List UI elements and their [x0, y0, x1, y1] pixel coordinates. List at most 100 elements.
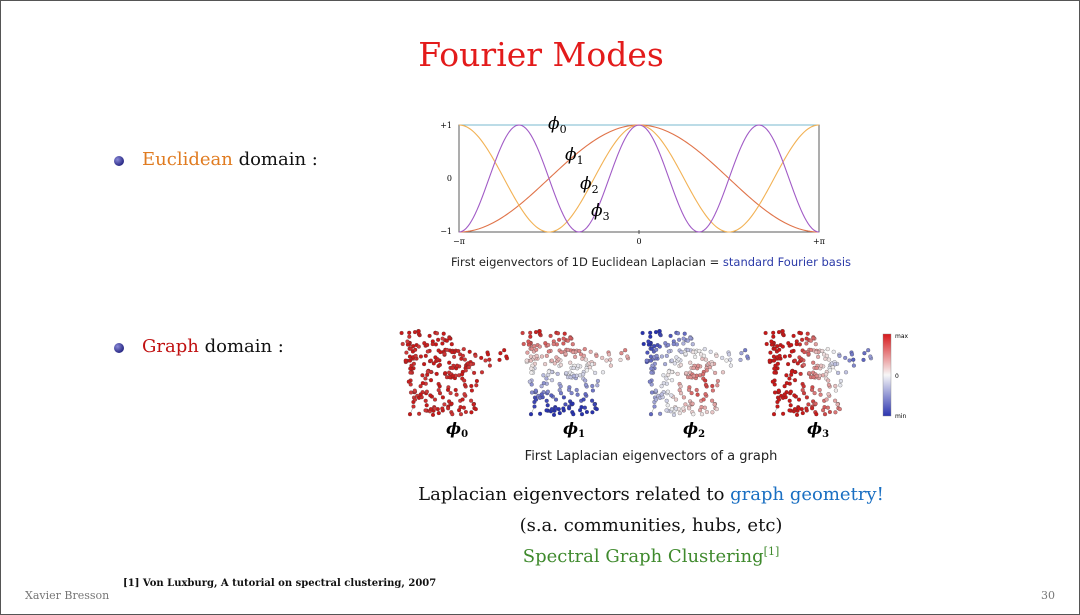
graph-node — [450, 365, 455, 371]
graph-node — [405, 339, 410, 344]
graph-node — [673, 397, 679, 402]
graph-node — [551, 342, 556, 347]
graph-node — [665, 403, 670, 408]
graph-node — [533, 330, 539, 335]
mode-curve — [458, 124, 820, 233]
graph-node — [541, 373, 546, 378]
graph-node — [437, 362, 442, 367]
graph-node — [827, 409, 832, 415]
graph-node — [561, 406, 566, 411]
graph-node — [581, 372, 586, 377]
footer-author: Xavier Bresson — [25, 589, 110, 602]
graph-node — [791, 333, 796, 338]
graph-node — [675, 331, 681, 336]
graph-node — [442, 402, 447, 407]
graph-phi1-label: ϕ1 — [563, 419, 585, 440]
graph-node — [691, 365, 696, 371]
graph-node — [689, 391, 694, 396]
graph-node — [820, 348, 825, 354]
graph-node — [671, 342, 676, 347]
graph-node — [539, 392, 544, 397]
graph-node — [462, 357, 467, 362]
graph-node — [595, 378, 600, 384]
graph-node — [672, 361, 677, 366]
graph-node — [546, 342, 551, 348]
graph-node — [787, 376, 792, 381]
graph-node — [684, 371, 689, 376]
graph-node — [525, 350, 530, 355]
graph-node — [832, 362, 838, 367]
graph-node — [567, 406, 572, 411]
graph-node — [408, 382, 413, 387]
graph-node — [544, 398, 549, 403]
graph-node — [594, 353, 599, 358]
graph-node — [811, 336, 816, 341]
graph-node — [618, 357, 623, 362]
graph-node — [833, 410, 838, 415]
graph-node — [830, 365, 835, 370]
graph-node — [408, 366, 413, 371]
statement-line-1: Laplacian eigenvectors related to graph … — [391, 484, 911, 505]
phi3-curve-label: ϕ3 — [591, 201, 610, 223]
graph-node — [764, 341, 769, 347]
graph-node — [697, 348, 702, 354]
x-tick-label: +π — [813, 237, 825, 246]
graph-node — [584, 368, 589, 373]
graph-node — [457, 408, 462, 413]
graph-node — [699, 412, 705, 417]
graph-node — [682, 331, 687, 336]
graph-node — [666, 342, 671, 348]
graph-node — [649, 390, 655, 395]
graph-node — [813, 401, 818, 406]
graph-node — [801, 384, 806, 389]
reference-note: [1] Von Luxburg, A tutorial on spectral … — [123, 578, 437, 589]
graph-node — [658, 411, 663, 416]
graph-node — [691, 412, 696, 417]
graph-node — [574, 387, 579, 393]
graph-node — [767, 358, 772, 363]
graph-node — [681, 336, 686, 341]
graph-node — [436, 388, 441, 393]
graph-node — [534, 353, 539, 358]
graph-node — [428, 393, 433, 398]
graph-node — [772, 366, 777, 371]
graph-node — [649, 382, 654, 387]
graph-node — [561, 395, 566, 400]
bullet-graph-rest: domain : — [204, 336, 284, 357]
graph-node — [792, 393, 797, 398]
graph-node — [800, 411, 805, 416]
graph-node — [449, 401, 454, 406]
graph-node — [775, 344, 780, 349]
graph-node — [450, 373, 455, 379]
graph-node — [796, 397, 802, 402]
graph-node — [532, 404, 537, 409]
graph-phi3-label: ϕ3 — [807, 419, 829, 440]
graph-node — [544, 376, 549, 381]
graph-node — [440, 341, 445, 346]
graph-node — [526, 339, 531, 344]
graph-node — [647, 379, 652, 384]
graph-node — [434, 331, 440, 336]
graph-node — [679, 350, 684, 355]
graph-node — [590, 410, 595, 415]
graph-node — [843, 355, 848, 360]
graph-node — [413, 353, 418, 358]
graph-node — [442, 351, 447, 356]
graph-node — [659, 354, 664, 359]
graph-node — [771, 412, 777, 417]
graph-node — [780, 329, 785, 334]
graph-node — [789, 349, 794, 354]
graph-node — [434, 371, 439, 376]
graph-node — [792, 407, 797, 412]
graph-node — [600, 355, 605, 360]
colorbar-max-label: max — [895, 333, 909, 340]
graph-node — [553, 406, 558, 411]
graph-node — [466, 365, 471, 370]
graph-node — [528, 334, 533, 339]
graph-node — [543, 341, 548, 346]
graph-node — [406, 379, 411, 384]
graph-node — [653, 397, 659, 402]
graph-node — [608, 363, 613, 368]
graph-node — [520, 330, 525, 336]
graph-node — [561, 341, 566, 346]
